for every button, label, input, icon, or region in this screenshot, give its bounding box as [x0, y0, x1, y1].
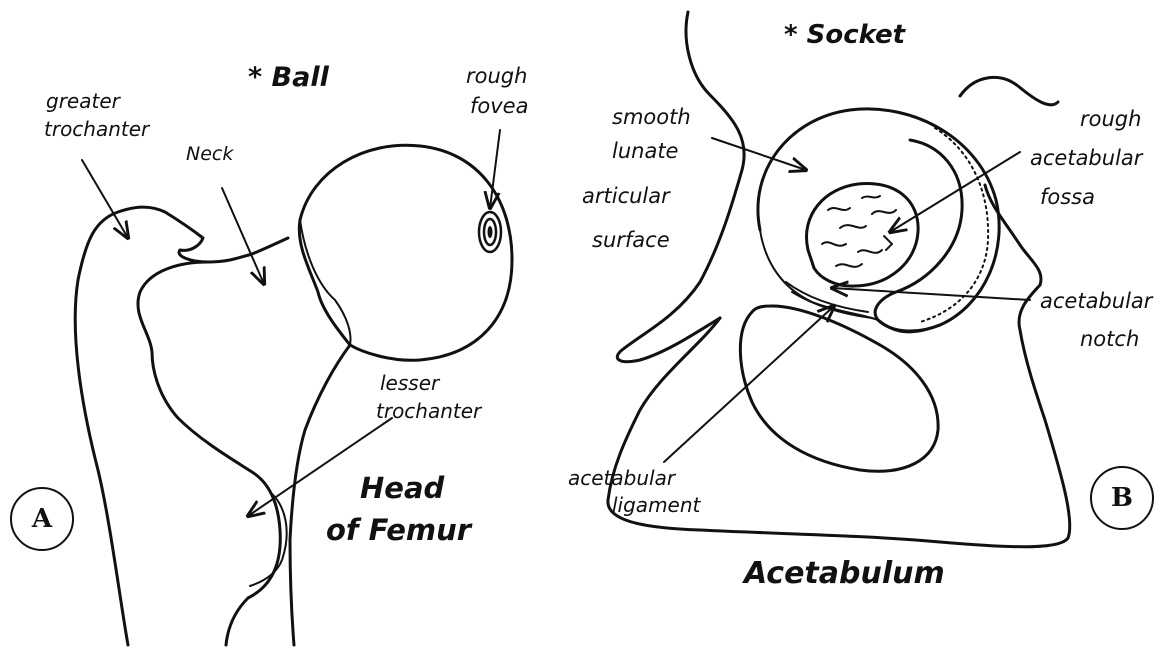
label-rough-fovea-1: rough [466, 64, 527, 88]
fovea-mark [479, 212, 501, 252]
ball-heading: * Ball [248, 62, 330, 93]
panel-b-badge: B [1090, 466, 1154, 530]
label-fossa: fossa [1040, 185, 1095, 209]
arrow-acetabular-ligament [664, 306, 834, 462]
label-ligament-1: acetabular [568, 466, 677, 490]
label-greater-trochanter-1: greater [46, 89, 122, 113]
label-rough-fovea-2: fovea [470, 94, 528, 118]
femur-neck-lower [290, 345, 350, 645]
label-lunate: lunate [612, 139, 678, 163]
arrow-acetabular-notch [832, 288, 1030, 300]
label-acetabular: acetabular [1030, 146, 1144, 170]
acetabulum-title: Acetabulum [742, 556, 945, 591]
arrow-greater-trochanter [82, 160, 128, 238]
femur-inner-contour [138, 262, 280, 645]
label-articular: articular [582, 184, 671, 208]
femur-title-1: Head [360, 471, 445, 505]
label-neck: Neck [186, 143, 234, 165]
label-rough: rough [1080, 107, 1141, 131]
arrow-lunate-surface [712, 138, 806, 170]
label-notch-1: acetabular [1040, 289, 1154, 313]
femoral-head [299, 145, 512, 360]
label-ligament-2: ligament [612, 493, 702, 517]
label-lesser-trochanter-1: lesser [380, 371, 441, 395]
arrow-neck [222, 188, 264, 284]
acetabulum-drawing [608, 12, 1070, 547]
neck-head-junction [300, 220, 350, 345]
hip-bone-outline-top-right [960, 77, 1058, 104]
label-notch-2: notch [1080, 327, 1139, 351]
fossa-texture [822, 196, 896, 267]
label-smooth: smooth [612, 105, 691, 129]
femur-outline [75, 207, 288, 645]
panel-a-badge: A [10, 487, 74, 551]
label-surface: surface [592, 228, 670, 252]
label-greater-trochanter-2: trochanter [44, 117, 151, 141]
femur-title-2: of Femur [326, 513, 473, 547]
femur-drawing [75, 145, 512, 645]
label-lesser-trochanter-2: trochanter [376, 399, 483, 423]
socket-heading: * Socket [784, 20, 907, 50]
